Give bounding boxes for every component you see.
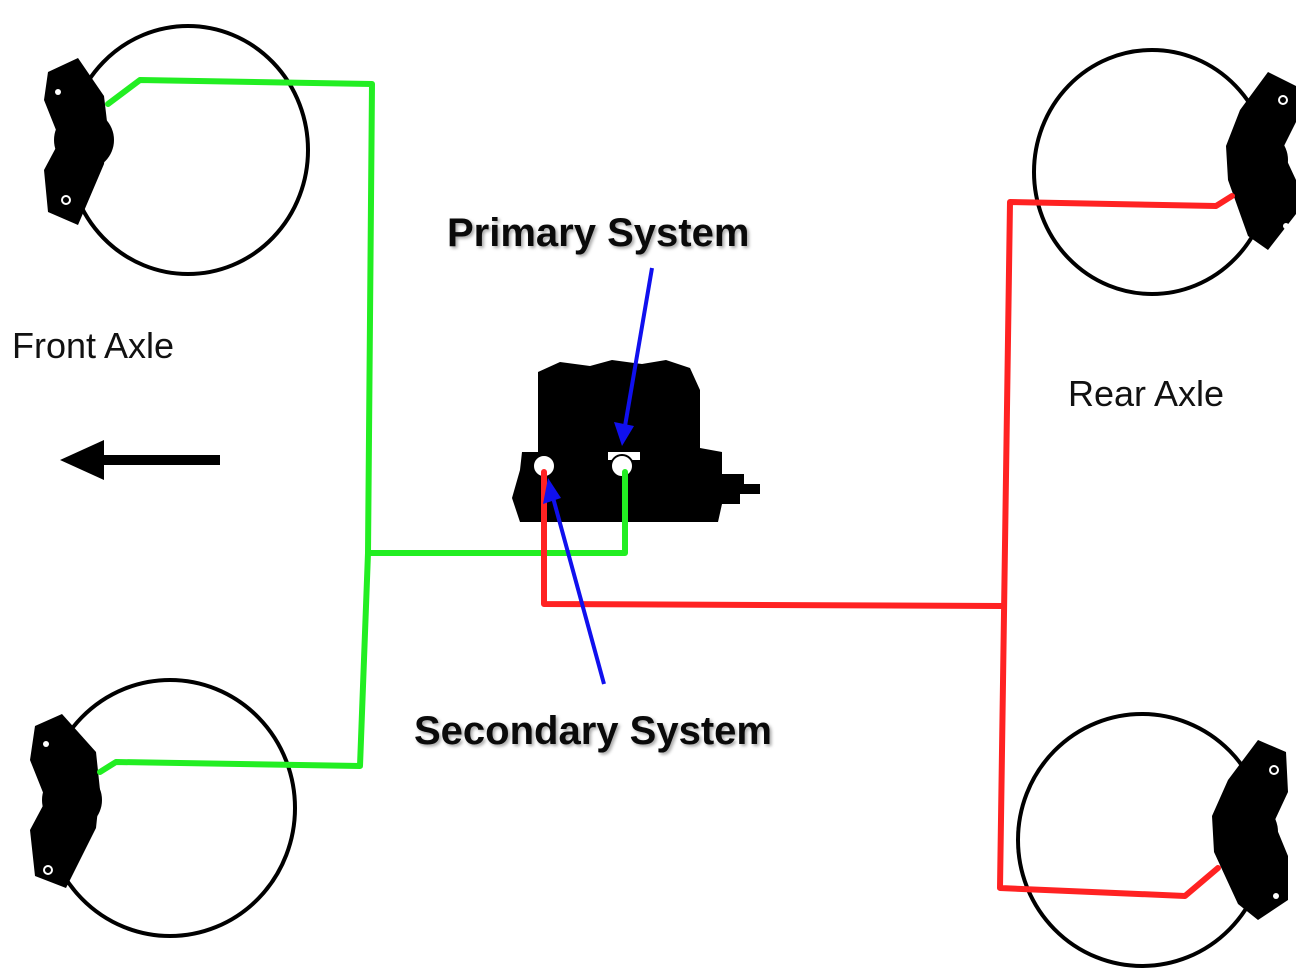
- front-right-wheel: [30, 678, 297, 938]
- primary-pointer-arrow: [614, 267, 654, 446]
- brake-caliper-icon: [30, 714, 102, 888]
- arrow-left-icon: [60, 440, 220, 480]
- secondary-system-label: Secondary System: [414, 709, 772, 753]
- master-cylinder-icon: [512, 360, 760, 522]
- rear-right-wheel: [1016, 712, 1288, 968]
- rear-left-wheel: [1032, 48, 1296, 296]
- secondary-pointer-arrow: [543, 478, 606, 685]
- primary-brake-lines: [97, 77, 628, 775]
- front-axle-label: Front Axle: [12, 325, 174, 366]
- front-left-wheel: [44, 24, 310, 276]
- brake-caliper-icon: [44, 58, 114, 225]
- brake-caliper-icon: [1212, 740, 1288, 920]
- secondary-brake-lines: [541, 193, 1235, 899]
- brake-caliper-icon: [1226, 72, 1296, 250]
- rear-axle-label: Rear Axle: [1068, 373, 1224, 414]
- primary-system-label: Primary System: [447, 211, 749, 255]
